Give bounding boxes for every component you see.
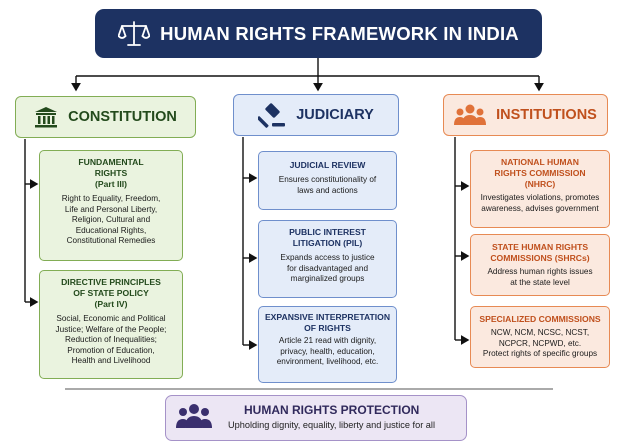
page-title: HUMAN RIGHTS FRAMEWORK IN INDIA — [160, 22, 519, 44]
protection-box: HUMAN RIGHTS PROTECTION Upholding dignit… — [165, 395, 467, 441]
expansive-interpretation-box: EXPANSIVE INTERPRETATION OF RIGHTS Artic… — [258, 306, 397, 383]
box-desc: NCW, NCM, NCSC, NCST, NCPCR, NCPWD, etc.… — [482, 328, 598, 358]
fundamental-rights-box: FUNDAMENTAL RIGHTS (Part III) Right to E… — [39, 150, 183, 261]
box-desc: Ensures constitutionality of laws and ac… — [278, 175, 377, 195]
scales-icon — [118, 20, 151, 46]
box-desc: Investigates violations, promotes awaren… — [480, 193, 600, 213]
institutions-label: INSTITUTIONS — [496, 107, 597, 123]
protection-title: HUMAN RIGHTS PROTECTION — [244, 403, 420, 417]
pil-box: PUBLIC INTEREST LITIGATION (PIL) Expands… — [258, 220, 397, 298]
gavel-icon — [258, 103, 286, 128]
box-desc: Address human rights issues at the state… — [487, 267, 593, 287]
box-desc: Right to Equality, Freedom, Life and Per… — [61, 194, 161, 245]
nhrc-box: NATIONAL HUMAN RIGHTS COMMISSION (NHRC) … — [470, 150, 610, 228]
box-title: JUDICIAL REVIEW — [289, 160, 366, 170]
specialized-commissions-box: SPECIALIZED COMMISSIONS NCW, NCM, NCSC, … — [470, 306, 610, 368]
box-desc: Social, Economic and Political Justice; … — [55, 314, 167, 365]
title-bar: HUMAN RIGHTS FRAMEWORK IN INDIA — [95, 9, 542, 58]
judiciary-label: JUDICIARY — [296, 107, 374, 123]
people-icon — [454, 104, 487, 125]
box-title: PUBLIC INTEREST LITIGATION (PIL) — [289, 227, 366, 248]
box-title: STATE HUMAN RIGHTS COMMISSIONS (SHRCs) — [490, 242, 590, 263]
box-title: FUNDAMENTAL RIGHTS (Part III) — [78, 157, 144, 189]
box-title: DIRECTIVE PRINCIPLES OF STATE POLICY (Pa… — [61, 277, 161, 309]
shrc-box: STATE HUMAN RIGHTS COMMISSIONS (SHRCs) A… — [470, 234, 610, 296]
building-icon — [35, 107, 58, 128]
institutions-header: INSTITUTIONS — [443, 94, 608, 136]
box-title: EXPANSIVE INTERPRETATION OF RIGHTS — [264, 312, 391, 333]
constitution-header: CONSTITUTION — [15, 96, 196, 138]
box-title: NATIONAL HUMAN RIGHTS COMMISSION (NHRC) — [494, 157, 586, 189]
directive-principles-box: DIRECTIVE PRINCIPLES OF STATE POLICY (Pa… — [39, 270, 183, 379]
box-desc: Expands access to justice for disadvanta… — [280, 253, 375, 283]
judiciary-header: JUDICIARY — [233, 94, 399, 136]
constitution-label: CONSTITUTION — [68, 109, 177, 125]
protection-subtitle: Upholding dignity, equality, liberty and… — [228, 420, 435, 430]
box-desc: Article 21 read with dignity, privacy, h… — [276, 336, 379, 366]
judicial-review-box: JUDICIAL REVIEW Ensures constitutionalit… — [258, 151, 397, 210]
people-icon — [176, 404, 212, 428]
box-title: SPECIALIZED COMMISSIONS — [479, 314, 601, 324]
